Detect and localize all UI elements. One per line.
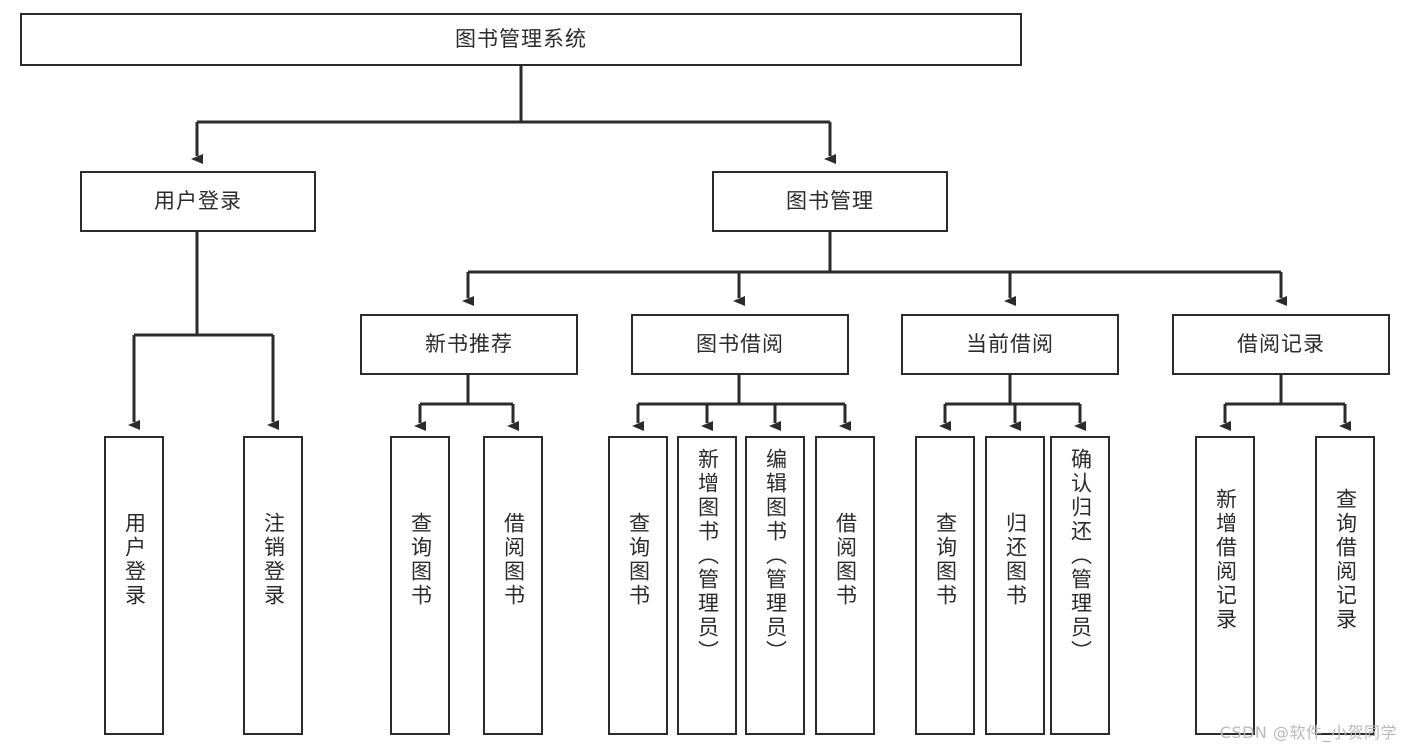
node-label: 查询图书: [626, 512, 651, 608]
node-label: 图书管理: [786, 189, 874, 214]
leaf-user-login[interactable]: 用户登录: [104, 436, 164, 735]
leaf-current-query-book[interactable]: 查询图书: [915, 436, 975, 735]
node-borrow-record[interactable]: 借阅记录: [1172, 314, 1390, 375]
node-label: 图书借阅: [696, 332, 784, 357]
leaf-borrow-add-book-admin[interactable]: 新增图书（管理员）: [677, 436, 737, 735]
node-label: 新增借阅记录: [1213, 488, 1238, 632]
node-label: 查询图书: [933, 512, 958, 608]
node-label: 编辑图书（管理员）: [763, 448, 788, 664]
node-label: 用户登录: [122, 512, 147, 608]
node-label: 确认归还（管理员）: [1068, 448, 1093, 664]
node-root-system[interactable]: 图书管理系统: [20, 13, 1022, 66]
leaf-borrow-borrow-book[interactable]: 借阅图书: [815, 436, 875, 735]
leaf-current-confirm-return-admin[interactable]: 确认归还（管理员）: [1050, 436, 1110, 735]
node-label: 借阅图书: [501, 512, 526, 608]
node-label: 新书推荐: [425, 332, 513, 357]
leaf-recommend-borrow-book[interactable]: 借阅图书: [483, 436, 543, 735]
leaf-recommend-query-book[interactable]: 查询图书: [390, 436, 450, 735]
leaf-user-logout[interactable]: 注销登录: [243, 436, 303, 735]
leaf-record-query-borrow-record[interactable]: 查询借阅记录: [1315, 436, 1375, 735]
node-label: 新增图书（管理员）: [695, 448, 720, 664]
node-label: 借阅记录: [1237, 332, 1325, 357]
node-label: 注销登录: [261, 512, 286, 608]
node-label: 借阅图书: [833, 512, 858, 608]
node-label: 查询借阅记录: [1333, 488, 1358, 632]
node-label: 归还图书: [1003, 512, 1028, 608]
node-label: 用户登录: [154, 189, 242, 214]
leaf-record-add-borrow-record[interactable]: 新增借阅记录: [1195, 436, 1255, 735]
node-current-borrow[interactable]: 当前借阅: [901, 314, 1119, 375]
node-label: 当前借阅: [966, 332, 1054, 357]
node-user-login[interactable]: 用户登录: [80, 171, 316, 232]
node-label: 图书管理系统: [455, 27, 587, 52]
node-book-borrow[interactable]: 图书借阅: [631, 314, 849, 375]
leaf-borrow-query-book[interactable]: 查询图书: [608, 436, 668, 735]
node-new-book-recommend[interactable]: 新书推荐: [360, 314, 578, 375]
leaf-current-return-book[interactable]: 归还图书: [985, 436, 1045, 735]
watermark-text: CSDN @软件_小贺同学: [1219, 723, 1397, 742]
node-book-management[interactable]: 图书管理: [712, 171, 948, 232]
leaf-borrow-edit-book-admin[interactable]: 编辑图书（管理员）: [745, 436, 805, 735]
node-label: 查询图书: [408, 512, 433, 608]
